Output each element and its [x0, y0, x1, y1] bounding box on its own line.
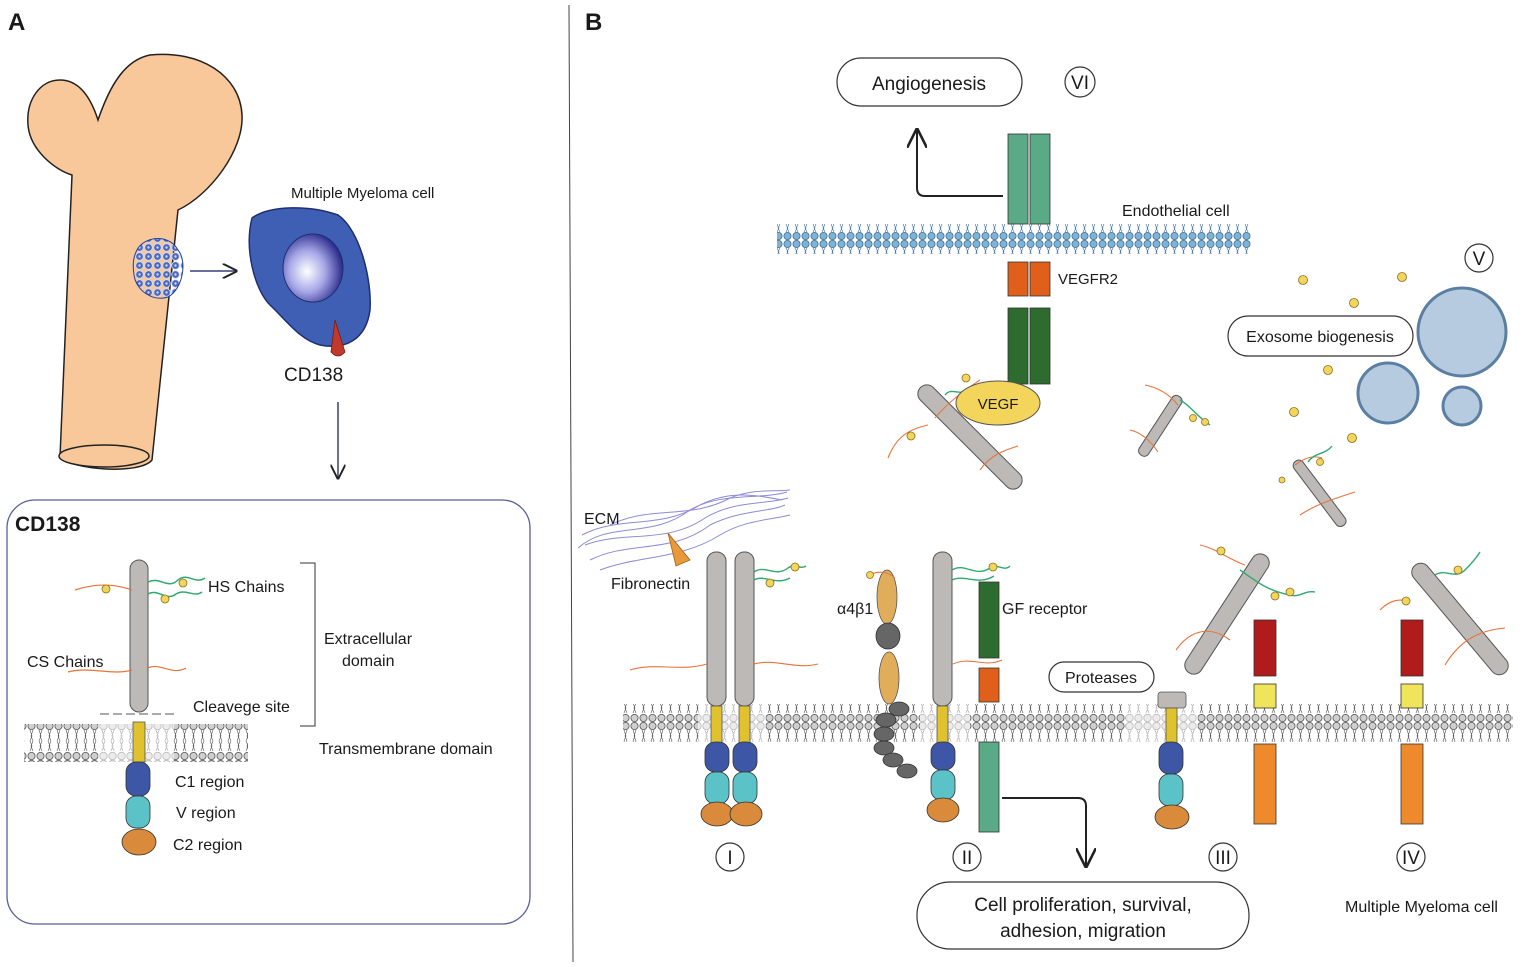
- numeral-ii-circle: [952, 842, 982, 872]
- numeral-vi-circle: [1064, 66, 1096, 98]
- fibronectin-shape: [667, 532, 691, 567]
- extracellular-label-1: Extracellular: [324, 631, 413, 648]
- numeral-iii-circle: [1208, 842, 1238, 872]
- panel-divider: [568, 4, 574, 963]
- free-shed-syndecan: [1129, 384, 1211, 457]
- numeral-v-circle: [1464, 243, 1494, 273]
- numeral-v: V: [1473, 249, 1486, 270]
- proteases-label: Proteases: [1065, 670, 1137, 687]
- tumor-cell-cluster: [132, 238, 184, 299]
- shed-syndecan-vegf: [887, 373, 1023, 490]
- box-title: CD138: [15, 513, 81, 536]
- extracellular-bracket: [300, 562, 316, 727]
- numeral-iii: III: [1215, 848, 1231, 869]
- hs-chains-label: HS Chains: [208, 579, 284, 596]
- hs-anchor-chain: [74, 584, 133, 591]
- angiogenesis-bubble: [836, 57, 1023, 107]
- syndecan-ii: [926, 551, 1011, 823]
- gf-receptor-label: GF receptor: [1002, 601, 1088, 618]
- cs-chains-label: CS Chains: [27, 654, 103, 671]
- panel-b-label: B: [585, 9, 602, 36]
- free-shed-syndecan-2: [1278, 445, 1356, 528]
- numeral-iv: IV: [1402, 848, 1420, 869]
- v-region-label: V region: [176, 805, 236, 822]
- v-region: [125, 795, 151, 829]
- syndecan-dimer-i: [629, 551, 819, 827]
- proteases-bubble: [1048, 661, 1155, 693]
- cleavage-site-label: Cleavege site: [193, 699, 290, 716]
- core-protein: [129, 559, 149, 713]
- mm-cell-membrane: [623, 704, 1513, 742]
- cleaved-syndecan-iii: [1154, 544, 1316, 830]
- panel-a-label: A: [8, 9, 25, 36]
- fibronectin-label: Fibronectin: [611, 576, 690, 593]
- vegf-label: VEGF: [978, 396, 1019, 413]
- outcome-line-1: Cell proliferation, survival,: [974, 895, 1192, 916]
- extracellular-label-2: domain: [342, 653, 394, 670]
- cs-chain: [67, 665, 187, 673]
- receptor-iv: [1379, 551, 1509, 825]
- gf-receptor: [978, 581, 1000, 833]
- c2-region: [121, 828, 157, 856]
- c1-region: [125, 761, 151, 797]
- hs-bead: [101, 584, 111, 594]
- cd138-spike: [330, 319, 346, 357]
- cell-nucleus: [282, 233, 344, 303]
- numeral-ii: II: [962, 848, 973, 869]
- numeral-iv-circle: [1396, 842, 1426, 872]
- outcome-bubble: [916, 881, 1250, 950]
- integrin-a4b1: [866, 569, 918, 779]
- myeloma-cell: [248, 207, 371, 357]
- exosome-bubble: [1227, 315, 1414, 357]
- vegfr2-receptor: [1007, 133, 1051, 385]
- hs-chain: [147, 576, 206, 585]
- c1-region-label: C1 region: [175, 774, 244, 791]
- endothelial-membrane: [777, 224, 1251, 254]
- numeral-i-circle: [715, 842, 745, 872]
- numeral-vi: VI: [1071, 73, 1089, 94]
- vegfr2-label: VEGFR2: [1058, 271, 1118, 288]
- exosome-label: Exosome biogenesis: [1246, 329, 1394, 346]
- transmembrane-label: Transmembrane domain: [319, 741, 493, 758]
- endothelial-cell-label: Endothelial cell: [1122, 203, 1230, 220]
- angiogenesis-label: Angiogenesis: [872, 74, 986, 95]
- vegf-ligand: [955, 380, 1041, 426]
- exosomes: [1289, 272, 1508, 443]
- mm-cell-label: Multiple Myeloma cell: [1345, 899, 1498, 916]
- cd138-label: CD138: [284, 365, 343, 386]
- numeral-i: I: [727, 848, 732, 869]
- transmembrane-segment: [132, 721, 146, 763]
- angiogenesis-arrow: [917, 130, 1003, 197]
- outcome-line-2: adhesion, migration: [1000, 921, 1166, 942]
- ecm-label: ECM: [584, 511, 620, 528]
- receptor-iii: [1253, 619, 1277, 825]
- ecm-fibers: [577, 489, 791, 571]
- mm-cell-title: Multiple Myeloma cell: [291, 185, 434, 202]
- cd138-structure-box: CD138 HS Chains CS Chains Cleavege site …: [6, 499, 531, 925]
- signaling-arrow: [1002, 797, 1086, 866]
- c2-region-label: C2 region: [173, 837, 242, 854]
- integrin-label: α4β1: [837, 601, 873, 618]
